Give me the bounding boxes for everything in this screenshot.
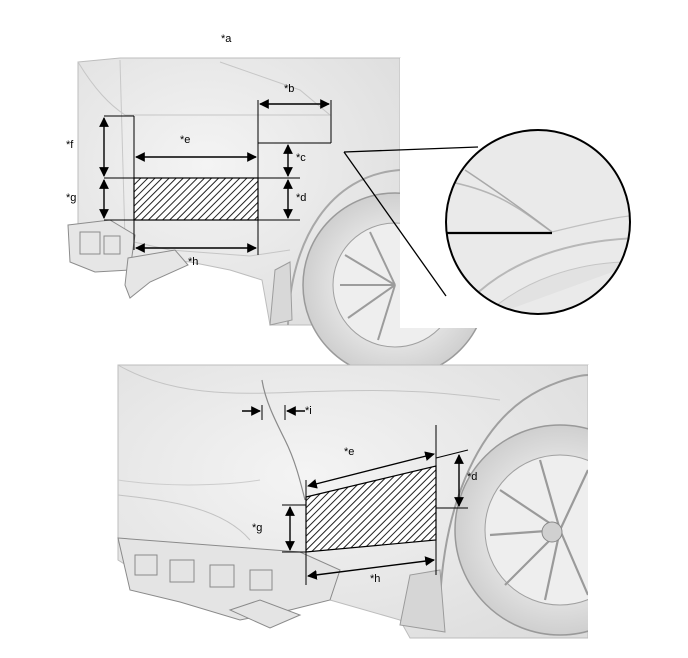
bottom-dimension-arrows: [242, 406, 464, 580]
top-callout-g: *g: [66, 192, 76, 204]
top-view: *a *b *c *d *e *f *g *h: [66, 33, 688, 378]
bottom-callout-g: *g: [252, 522, 262, 534]
bottom-view: *i *e *d *g *h: [117, 364, 688, 655]
top-callout-b: *b: [284, 83, 294, 95]
top-callout-h: *h: [188, 256, 198, 268]
top-callout-c: *c: [296, 152, 306, 164]
callout-a: *a: [221, 33, 232, 45]
top-callout-e: *e: [180, 134, 190, 146]
bottom-wheel-arch: [439, 374, 589, 601]
bottom-callout-e: *e: [344, 446, 354, 458]
bottom-callout-d: *d: [467, 471, 477, 483]
zoom-detail: [343, 129, 631, 315]
top-damage-area: [133, 177, 259, 221]
bottom-callout-i: *i: [305, 405, 312, 417]
top-callout-d: *d: [296, 192, 306, 204]
bottom-bumper-bracket: [117, 537, 341, 629]
bottom-callout-h: *h: [370, 573, 380, 585]
top-dimension-arrows: [99, 99, 330, 253]
top-callout-f: *f: [66, 139, 74, 151]
